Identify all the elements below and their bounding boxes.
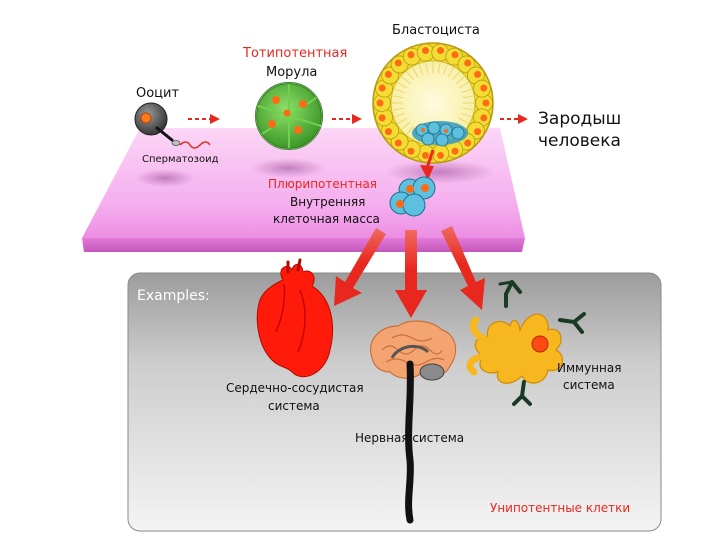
oocyte-cell [134,102,174,142]
unipotent-label: Унипотентные клетки [490,501,630,515]
blastocyst-cell [372,42,494,164]
sperm-cell [171,140,211,149]
morula-cell [255,82,323,150]
arrow-to-cardiovascular [334,228,386,306]
arrow-to-immune [441,226,485,310]
blastocyst-shadow [385,160,495,184]
heart-illustration [256,258,333,378]
immune-cell-illustration [466,313,564,384]
arrow-morula-to-blastocyst [332,114,362,124]
examples-panel: Examples: [127,272,662,532]
nervous-label: Нервная система [355,431,464,445]
totipotent-label: Тотипотентная [242,46,347,61]
sperm-label: Сперматозоид [142,154,219,165]
antibody-icons [498,280,586,406]
blastocyst-label: Бластоциста [392,23,480,38]
inner-cell-mass-cluster [412,121,468,147]
immune-label-line2: система [563,378,615,392]
inner-cell-mass [389,176,436,217]
arrow-to-nervous [395,230,427,318]
arrow-blastocyst-to-icm [420,149,435,180]
brain-illustration [370,320,457,381]
immune-label-line1: Иммунная [557,361,621,375]
examples-label: Examples: [137,288,210,304]
arrow-blastocyst-to-embryo [500,114,528,124]
arrow-oocyte-to-morula [188,114,220,124]
cardio-label-line1: Сердечно-сосудистая [226,381,364,395]
embryo-label-line1: Зародыш [538,109,621,129]
oocyte-label: Ооцит [136,86,179,101]
oocyte-shadow [135,169,195,187]
cardio-label-line2: система [268,399,320,413]
spinal-cord-illustration [405,360,414,524]
morula-shadow [250,158,326,178]
morula-label: Морула [266,65,317,80]
icm-label-line1: Внутренняя [290,195,365,209]
pluripotent-label: Плюрипотентная [268,177,377,191]
embryo-label-line2: человека [538,131,621,151]
icm-label-line2: клеточная масса [273,212,380,226]
